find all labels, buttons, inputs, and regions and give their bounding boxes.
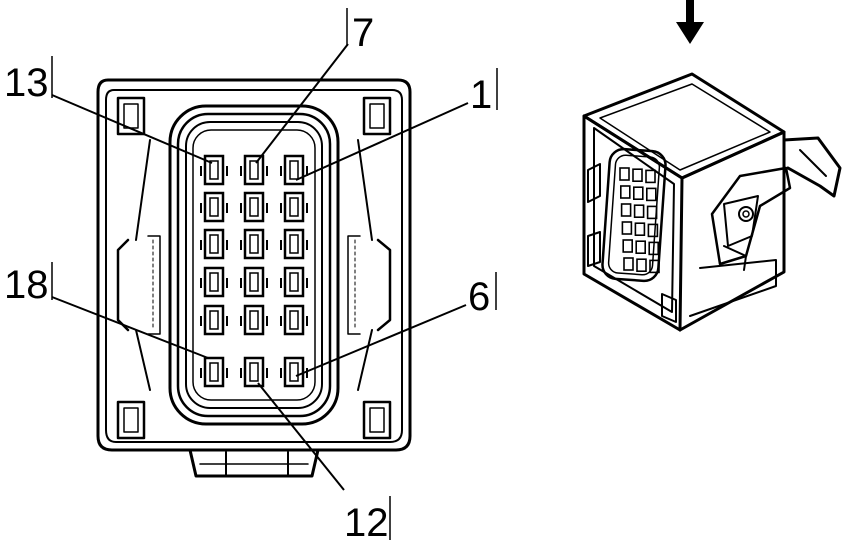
connector-face-view <box>96 78 412 478</box>
leader-line-13 <box>51 94 213 164</box>
pin-terminal <box>200 228 228 260</box>
pin-terminal <box>240 356 268 388</box>
pin-terminal <box>280 304 308 336</box>
leader-line-18 <box>51 296 209 359</box>
iso-pin-terminal <box>645 169 656 184</box>
iso-pin-terminal <box>619 185 631 199</box>
pin-label-12: 12 <box>344 501 389 545</box>
pin-label-13: 13 <box>4 61 49 105</box>
connector-isometric-view <box>582 72 842 332</box>
pin-label-6: 6 <box>468 275 490 319</box>
leader-line-7 <box>255 43 349 164</box>
iso-pin-terminal <box>647 223 659 238</box>
pin-terminal <box>280 228 308 260</box>
iso-pin-terminal <box>648 241 660 256</box>
iso-pin-terminal <box>635 240 647 254</box>
pin-terminal <box>280 154 308 186</box>
label-ticks <box>51 8 498 540</box>
pin-terminal <box>280 266 308 298</box>
pin-terminal <box>240 154 268 186</box>
iso-pin-terminal <box>620 203 632 217</box>
iso-pin-grid <box>619 167 660 274</box>
iso-pin-terminal <box>621 221 633 235</box>
pin-terminal <box>240 228 268 260</box>
pin-terminal <box>280 191 308 223</box>
pin-label-18: 18 <box>4 263 49 307</box>
leader-line-12 <box>257 382 345 491</box>
iso-pin-terminal <box>619 167 630 181</box>
iso-pin-terminal <box>649 259 660 274</box>
pin-terminal <box>200 154 228 186</box>
pin-terminal <box>200 356 228 388</box>
pin-terminal <box>200 266 228 298</box>
leader-lines <box>51 43 469 491</box>
pin-grid <box>200 154 308 388</box>
iso-pin-terminal <box>645 187 657 202</box>
leader-line-1 <box>295 102 469 181</box>
pin-terminal <box>200 304 228 336</box>
iso-pin-terminal <box>633 204 645 218</box>
pin-terminal <box>200 191 228 223</box>
pin-terminal <box>240 191 268 223</box>
iso-pin-terminal <box>623 257 634 271</box>
pin-terminal <box>240 304 268 336</box>
pin-label-1: 1 <box>470 73 492 117</box>
iso-pin-terminal <box>632 168 643 182</box>
iso-pin-terminal <box>632 186 644 200</box>
arrow-down-icon <box>676 0 704 44</box>
iso-pin-terminal <box>636 258 647 273</box>
pin-label-7: 7 <box>352 11 374 55</box>
pin-terminal <box>240 266 268 298</box>
iso-pin-terminal <box>646 205 658 220</box>
leader-line-6 <box>295 304 467 377</box>
iso-pin-terminal <box>622 239 634 253</box>
iso-pin-terminal <box>634 222 646 236</box>
